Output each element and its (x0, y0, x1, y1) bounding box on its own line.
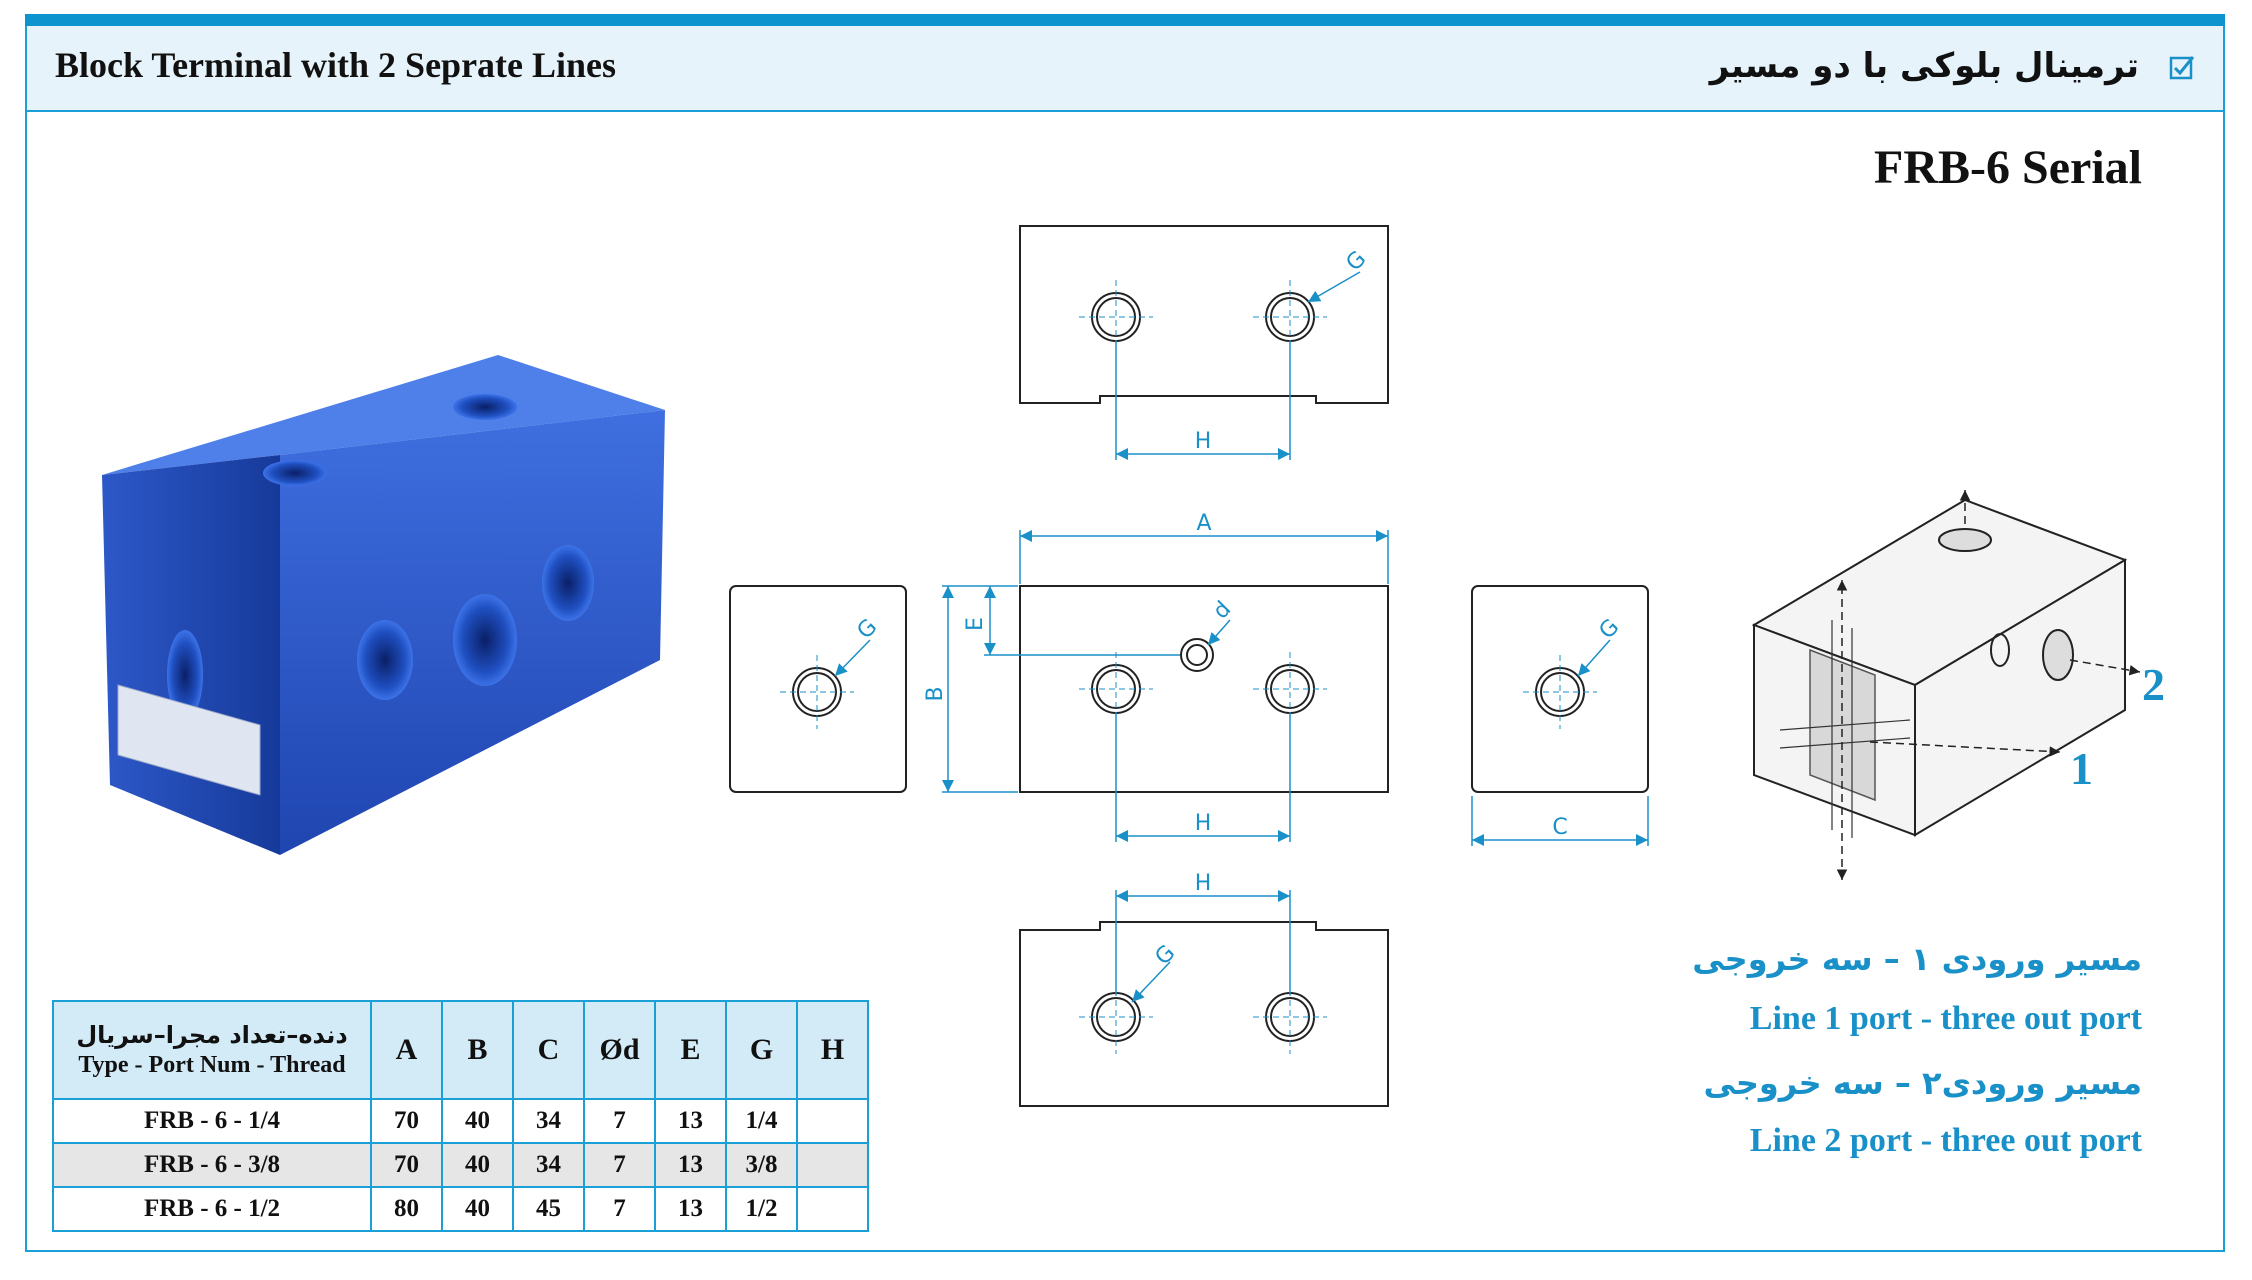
cell-g: 1/4 (725, 1098, 798, 1144)
dim-label-h: H (1195, 429, 1212, 454)
technical-drawing: A H H H C B E G G G G d (729, 225, 1649, 1107)
line-2-persian: مسیر ورودی۲ – سه خروجی (1703, 1064, 2142, 1102)
dim-label-b: B (923, 686, 948, 701)
header-c: C (512, 1000, 585, 1100)
top-hole (453, 394, 517, 420)
dim-label-d: d (1209, 597, 1237, 625)
dim-label-h: H (1195, 871, 1212, 896)
front-hole (453, 594, 517, 686)
header-type: دنده–تعداد مجرا–سریال Type - Port Num - … (52, 1000, 372, 1100)
line-1-persian: مسیر ورودی ۱ – سه خروجی (1692, 940, 2142, 978)
cell-h (796, 1186, 869, 1232)
top-accent-bar (25, 14, 2225, 26)
serial-title: FRB-6 Serial (1874, 141, 2142, 194)
header-d: Ød (583, 1000, 656, 1100)
cell-h (796, 1098, 869, 1144)
cell-e: 13 (654, 1186, 727, 1232)
side-hole (167, 630, 203, 720)
dim-label-g: G (1342, 246, 1372, 276)
title-persian: ترمینال بلوکی با دو مسیر (1709, 46, 2139, 86)
header-a: A (370, 1000, 443, 1100)
cell-c: 34 (512, 1098, 585, 1144)
isometric-cutaway (1751, 490, 2141, 880)
cell-type: FRB - 6 - 1/4 (52, 1098, 372, 1144)
cell-c: 45 (512, 1186, 585, 1232)
table-header-row: دنده–تعداد مجرا–سریال Type - Port Num - … (52, 1000, 869, 1100)
view-front (1019, 585, 1389, 793)
header-bar: Block Terminal with 2 Seprate Lines ترمی… (27, 26, 2223, 112)
header-e: E (654, 1000, 727, 1100)
cell-g: 3/8 (725, 1142, 798, 1188)
port-2-label: 2 (2142, 659, 2165, 710)
port-1-label: 1 (2070, 743, 2093, 794)
dim-label-e: E (963, 617, 988, 631)
cell-type: FRB - 6 - 3/8 (52, 1142, 372, 1188)
cell-h (796, 1142, 869, 1188)
table-row: FRB - 6 - 1/4 70 40 34 7 13 1/4 (52, 1098, 869, 1144)
cell-e: 13 (654, 1142, 727, 1188)
header-b: B (441, 1000, 514, 1100)
cell-a: 80 (370, 1186, 443, 1232)
top-hole (263, 460, 327, 486)
product-photo (102, 355, 665, 855)
cell-b: 40 (441, 1098, 514, 1144)
cell-d: 7 (583, 1186, 656, 1232)
view-bottom (1019, 921, 1389, 1107)
dim-label-a: A (1196, 511, 1211, 536)
cell-b: 40 (441, 1142, 514, 1188)
checkbox-icon (2169, 56, 2195, 80)
header-g: G (725, 1000, 798, 1100)
line-1-english: Line 1 port - three out port (1749, 1000, 2142, 1037)
header-type-persian: دنده–تعداد مجرا–سریال (76, 1021, 348, 1049)
view-top (1019, 225, 1389, 404)
product-label-plate (117, 684, 261, 796)
cell-d: 7 (583, 1098, 656, 1144)
cell-a: 70 (370, 1142, 443, 1188)
view-left (729, 585, 907, 793)
table-row: FRB - 6 - 3/8 70 40 34 7 13 3/8 (52, 1142, 869, 1188)
cell-g: 1/2 (725, 1186, 798, 1232)
dim-label-g: G (1151, 940, 1181, 970)
dim-label-g: G (853, 615, 883, 645)
view-right (1471, 585, 1649, 793)
title-english: Block Terminal with 2 Seprate Lines (55, 45, 617, 85)
header-type-english: Type - Port Num - Thread (78, 1052, 346, 1078)
table-row: FRB - 6 - 1/2 80 40 45 7 13 1/2 (52, 1186, 869, 1232)
dim-label-c: C (1552, 815, 1567, 840)
line-2-english: Line 2 port - three out port (1749, 1122, 2142, 1159)
block-top-face (102, 355, 665, 475)
spec-table: دنده–تعداد مجرا–سریال Type - Port Num - … (52, 1000, 869, 1232)
front-hole (357, 620, 413, 700)
cell-c: 34 (512, 1142, 585, 1188)
cell-d: 7 (583, 1142, 656, 1188)
cell-a: 70 (370, 1098, 443, 1144)
dim-label-h: H (1195, 811, 1212, 836)
cell-type: FRB - 6 - 1/2 (52, 1186, 372, 1232)
header-h: H (796, 1000, 869, 1100)
cell-e: 13 (654, 1098, 727, 1144)
cell-b: 40 (441, 1186, 514, 1232)
front-hole (542, 545, 594, 621)
dim-label-g: G (1595, 615, 1625, 645)
